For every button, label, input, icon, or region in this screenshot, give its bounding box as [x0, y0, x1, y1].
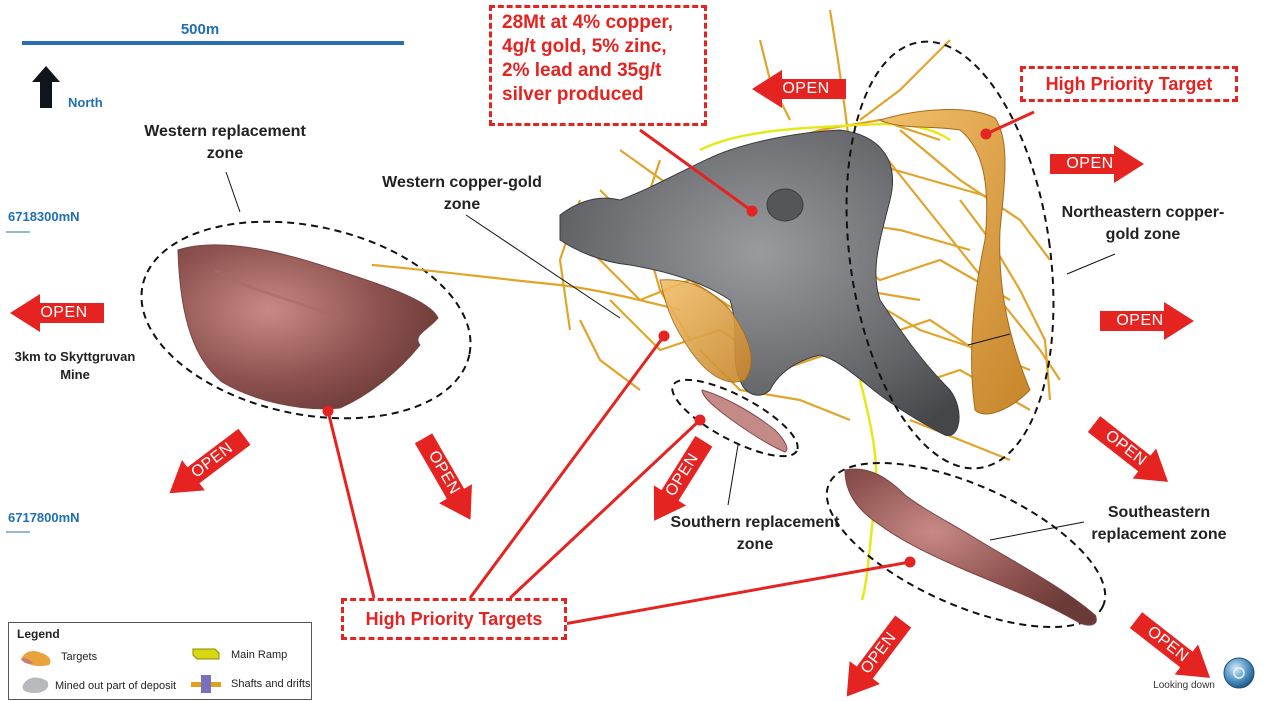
legend-mined-out-label: Mined out part of deposit	[55, 680, 176, 692]
production-note-text: 28Mt at 4% copper, 4g/t gold, 5% zinc, 2…	[502, 11, 694, 107]
skyttgruvan-note: 3km to Skyttgruvan Mine	[10, 348, 140, 384]
shafts-swatch-icon	[189, 673, 223, 695]
open-arrow-west: OPEN	[10, 294, 104, 332]
high-priority-targets-label: High Priority Targets	[366, 609, 543, 629]
targets-swatch-icon	[19, 647, 55, 667]
northing-label-upper: 6718300mN	[8, 206, 98, 228]
open-label: OPEN	[766, 70, 846, 108]
western-copper-gold-label: Western copper-gold zone	[362, 172, 562, 216]
western-replacement-body	[123, 193, 489, 446]
open-label: OPEN	[1100, 302, 1180, 340]
legend-title: Legend	[17, 627, 60, 641]
main-ramp-swatch-icon	[189, 645, 223, 663]
open-arrow-north: OPEN	[752, 70, 846, 108]
north-arrow-icon	[32, 66, 60, 108]
legend-targets-label: Targets	[61, 651, 97, 663]
open-label: OPEN	[1050, 145, 1130, 183]
high-priority-target-box: High Priority Target	[1020, 66, 1238, 102]
legend-main-ramp-label: Main Ramp	[231, 649, 287, 661]
high-priority-targets-box: High Priority Targets	[341, 598, 567, 640]
northeastern-copper-gold-label: Northeastern copper-gold zone	[1048, 202, 1238, 246]
view-label: Looking down	[1144, 680, 1224, 692]
open-arrow-east-upper: OPEN	[1050, 145, 1144, 183]
north-label: North	[68, 92, 128, 114]
high-priority-target-label: High Priority Target	[1046, 74, 1213, 94]
southeastern-replacement-label: Southeastern replacement zone	[1064, 502, 1254, 546]
legend: Legend Targets Mined out part of deposit…	[8, 622, 312, 700]
open-arrow-east-lower: OPEN	[1100, 302, 1194, 340]
open-label: OPEN	[24, 294, 104, 332]
legend-shafts-label: Shafts and drifts	[231, 678, 311, 690]
western-replacement-label: Western replacement zone	[135, 121, 315, 165]
scale-bar-label: 500m	[170, 19, 230, 41]
production-note-box: 28Mt at 4% copper, 4g/t gold, 5% zinc, 2…	[489, 5, 707, 126]
view-globe-icon	[1222, 656, 1256, 690]
mined-out-swatch-icon	[21, 675, 51, 695]
northing-label-lower: 6717800mN	[8, 507, 98, 529]
southern-replacement-label: Southern replacement zone	[670, 512, 840, 556]
